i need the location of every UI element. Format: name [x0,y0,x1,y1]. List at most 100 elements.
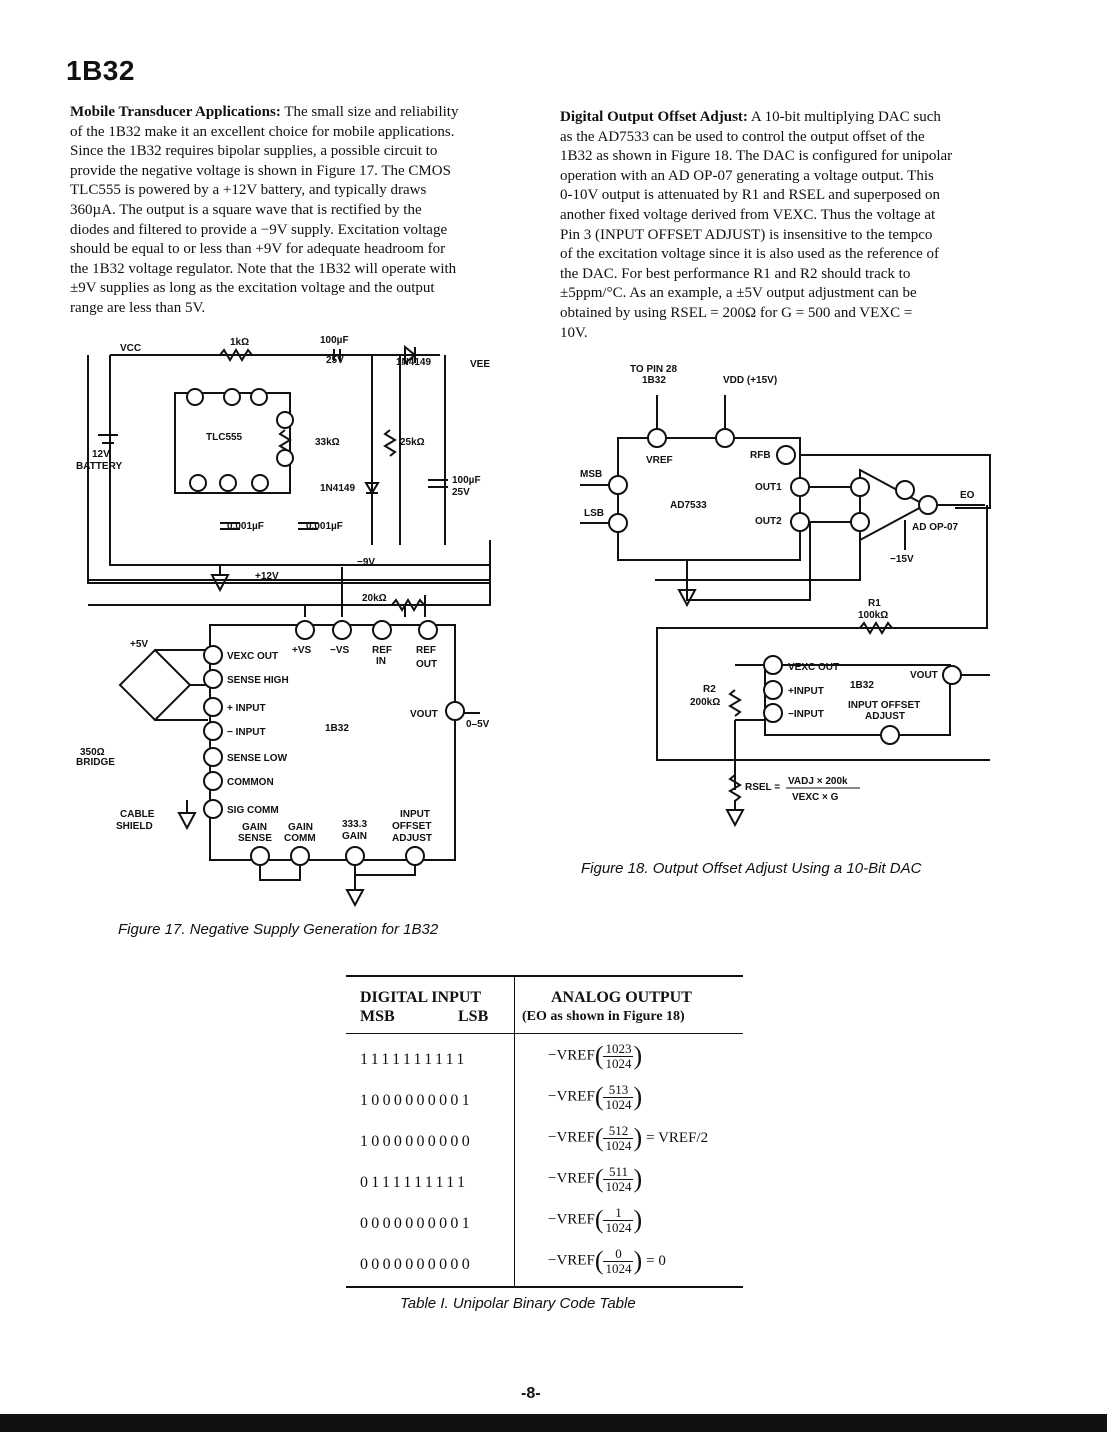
left-paren: ( [594,1205,604,1234]
left-line-3: provide the negative voltage is shown in… [70,162,451,179]
fig17-sensehigh: SENSE HIGH [227,675,289,686]
fig17-diode2: 1N4149 [320,483,355,494]
fig17-ioa1: INPUT [400,809,430,820]
figure18-schematic: TO PIN 28 1B32 VDD (+15V) VREF RFB MSB L… [580,364,991,828]
fig17-common: COMMON [227,777,274,788]
output-prefix: −VREF [548,1129,595,1146]
output-suffix: = 0 [646,1252,666,1269]
left-paren: ( [594,1164,604,1193]
table-top-rule [346,975,743,977]
fig18-eo: EO [960,490,975,501]
fig18-lsb: LSB [584,508,604,519]
footer-bar [0,1414,1107,1432]
figure17-schematic: VCC 1kΩ 100µF 25V 1N4149 VEE TLC555 33kΩ… [76,335,491,908]
fig17-bridge: 350Ω [80,747,105,758]
output-prefix: −VREF [548,1170,595,1187]
left-line-4: TLC555 is powered by a +12V battery, and… [70,182,427,199]
fig18-r2v: 200kΩ [690,697,720,708]
fraction-denominator: 1024 [605,1137,632,1153]
fig17-refout: REF [416,645,436,656]
right-paren: ) [633,1246,643,1275]
output-prefix: −VREF [548,1047,595,1064]
fig17-refin: REF [372,645,392,656]
fig17-p12v: +12V [255,571,279,582]
table-row-input: 0000000000 [360,1256,473,1273]
left-line-7: should be equal to or less than +9V for … [70,241,446,258]
col1-msb: MSB [360,1008,395,1025]
fig18-chip2: 1B32 [850,680,874,691]
fig17-cap100v: 25V [326,355,344,366]
fraction-numerator: 512 [603,1123,634,1139]
fig18-r2: R2 [703,684,716,695]
fig17-c001b: 0.001µF [306,521,343,532]
fig17-shield: SHIELD [116,821,153,832]
right-paren: ) [633,1041,643,1070]
fig17-bridge2: BRIDGE [76,757,115,768]
right-paren: ) [633,1123,643,1152]
fig18-ioa2: ADJUST [865,711,905,722]
fig17-refout2: OUT [416,659,437,670]
fig18-topin2: 1B32 [642,375,666,386]
fig18-opamp: AD OP-07 [912,522,959,533]
fig18-plusinput: +INPUT [788,686,824,697]
fig17-r20k: 20kΩ [362,593,387,604]
left-line-1: of the 1B32 make it an excellent choice … [70,123,455,140]
right-line-3: operation with an AD OP-07 generating a … [560,167,934,184]
fig17-vexcout: VEXC OUT [227,651,278,662]
fig17-gainsense: GAIN [242,822,267,833]
output-prefix: −VREF [548,1252,595,1269]
right-column-text: Digital Output Offset Adjust: A 10-bit m… [560,108,1018,343]
fig18-formula-den: VEXC × G [792,792,839,803]
table-bottom-rule [346,1286,743,1288]
fraction-denominator: 1024 [605,1096,632,1112]
table-row-input: 1000000000 [360,1133,473,1150]
fig17-sigcomm: SIG COMM [227,805,279,816]
fig17-gainsense2: SENSE [238,833,272,844]
fig18-out1: OUT1 [755,482,782,493]
fig17-ioa3: ADJUST [392,833,432,844]
fig18-m15v: −15V [890,554,914,565]
left-line-5: 360µA. The output is a square wave that … [70,201,422,218]
right-line-9: ±5ppm/°C. As an example, a ±5V output ad… [560,285,917,302]
fig17-diode1: 1N4149 [396,357,431,368]
fig18-formula-num: VADJ × 200k [788,776,848,787]
left-paren: ( [594,1041,604,1070]
fig17-gain333: 333.3 [342,819,367,830]
right-heading: Digital Output Offset Adjust: [560,109,748,125]
table-row-input: 1111111111 [360,1051,468,1068]
fig18-rfb: RFB [750,450,771,461]
fig17-vs-pos: +VS [292,645,312,656]
fig17-gaincomm2: COMM [284,833,316,844]
fraction-denominator: 1024 [605,1219,632,1235]
fig17-r33k: 33kΩ [315,437,340,448]
output-prefix: −VREF [548,1088,595,1105]
right-line-7: of the excitation voltage since it is al… [560,246,940,263]
fig17-range: 0–5V [466,719,490,730]
figure17-caption: Figure 17. Negative Supply Generation fo… [118,921,439,938]
fig17-gaincomm: GAIN [288,822,313,833]
table-caption: Table I. Unipolar Binary Code Table [400,1295,636,1312]
right-line-1: as the AD7533 can be used to control the… [560,128,925,145]
fig17-cap100b: 100µF [452,475,481,486]
fig17-battery2: BATTERY [76,461,122,472]
page-title: 1B32 [66,55,135,86]
output-prefix: −VREF [548,1211,595,1228]
fraction-numerator: 1023 [603,1040,634,1057]
fig18-out2: OUT2 [755,516,782,527]
fig18-minusinput: −INPUT [788,709,824,720]
fig17-ioa2: OFFSET [392,821,431,832]
fig18-vout: VOUT [910,670,938,681]
fraction-numerator: 1 [603,1205,634,1221]
right-line-11: 10V. [560,324,588,341]
left-line-9: ±9V supplies as long as the excitation v… [70,280,435,297]
fig18-vexcout: VEXC OUT [788,662,839,673]
left-line-0: The small size and reliability [280,104,459,120]
